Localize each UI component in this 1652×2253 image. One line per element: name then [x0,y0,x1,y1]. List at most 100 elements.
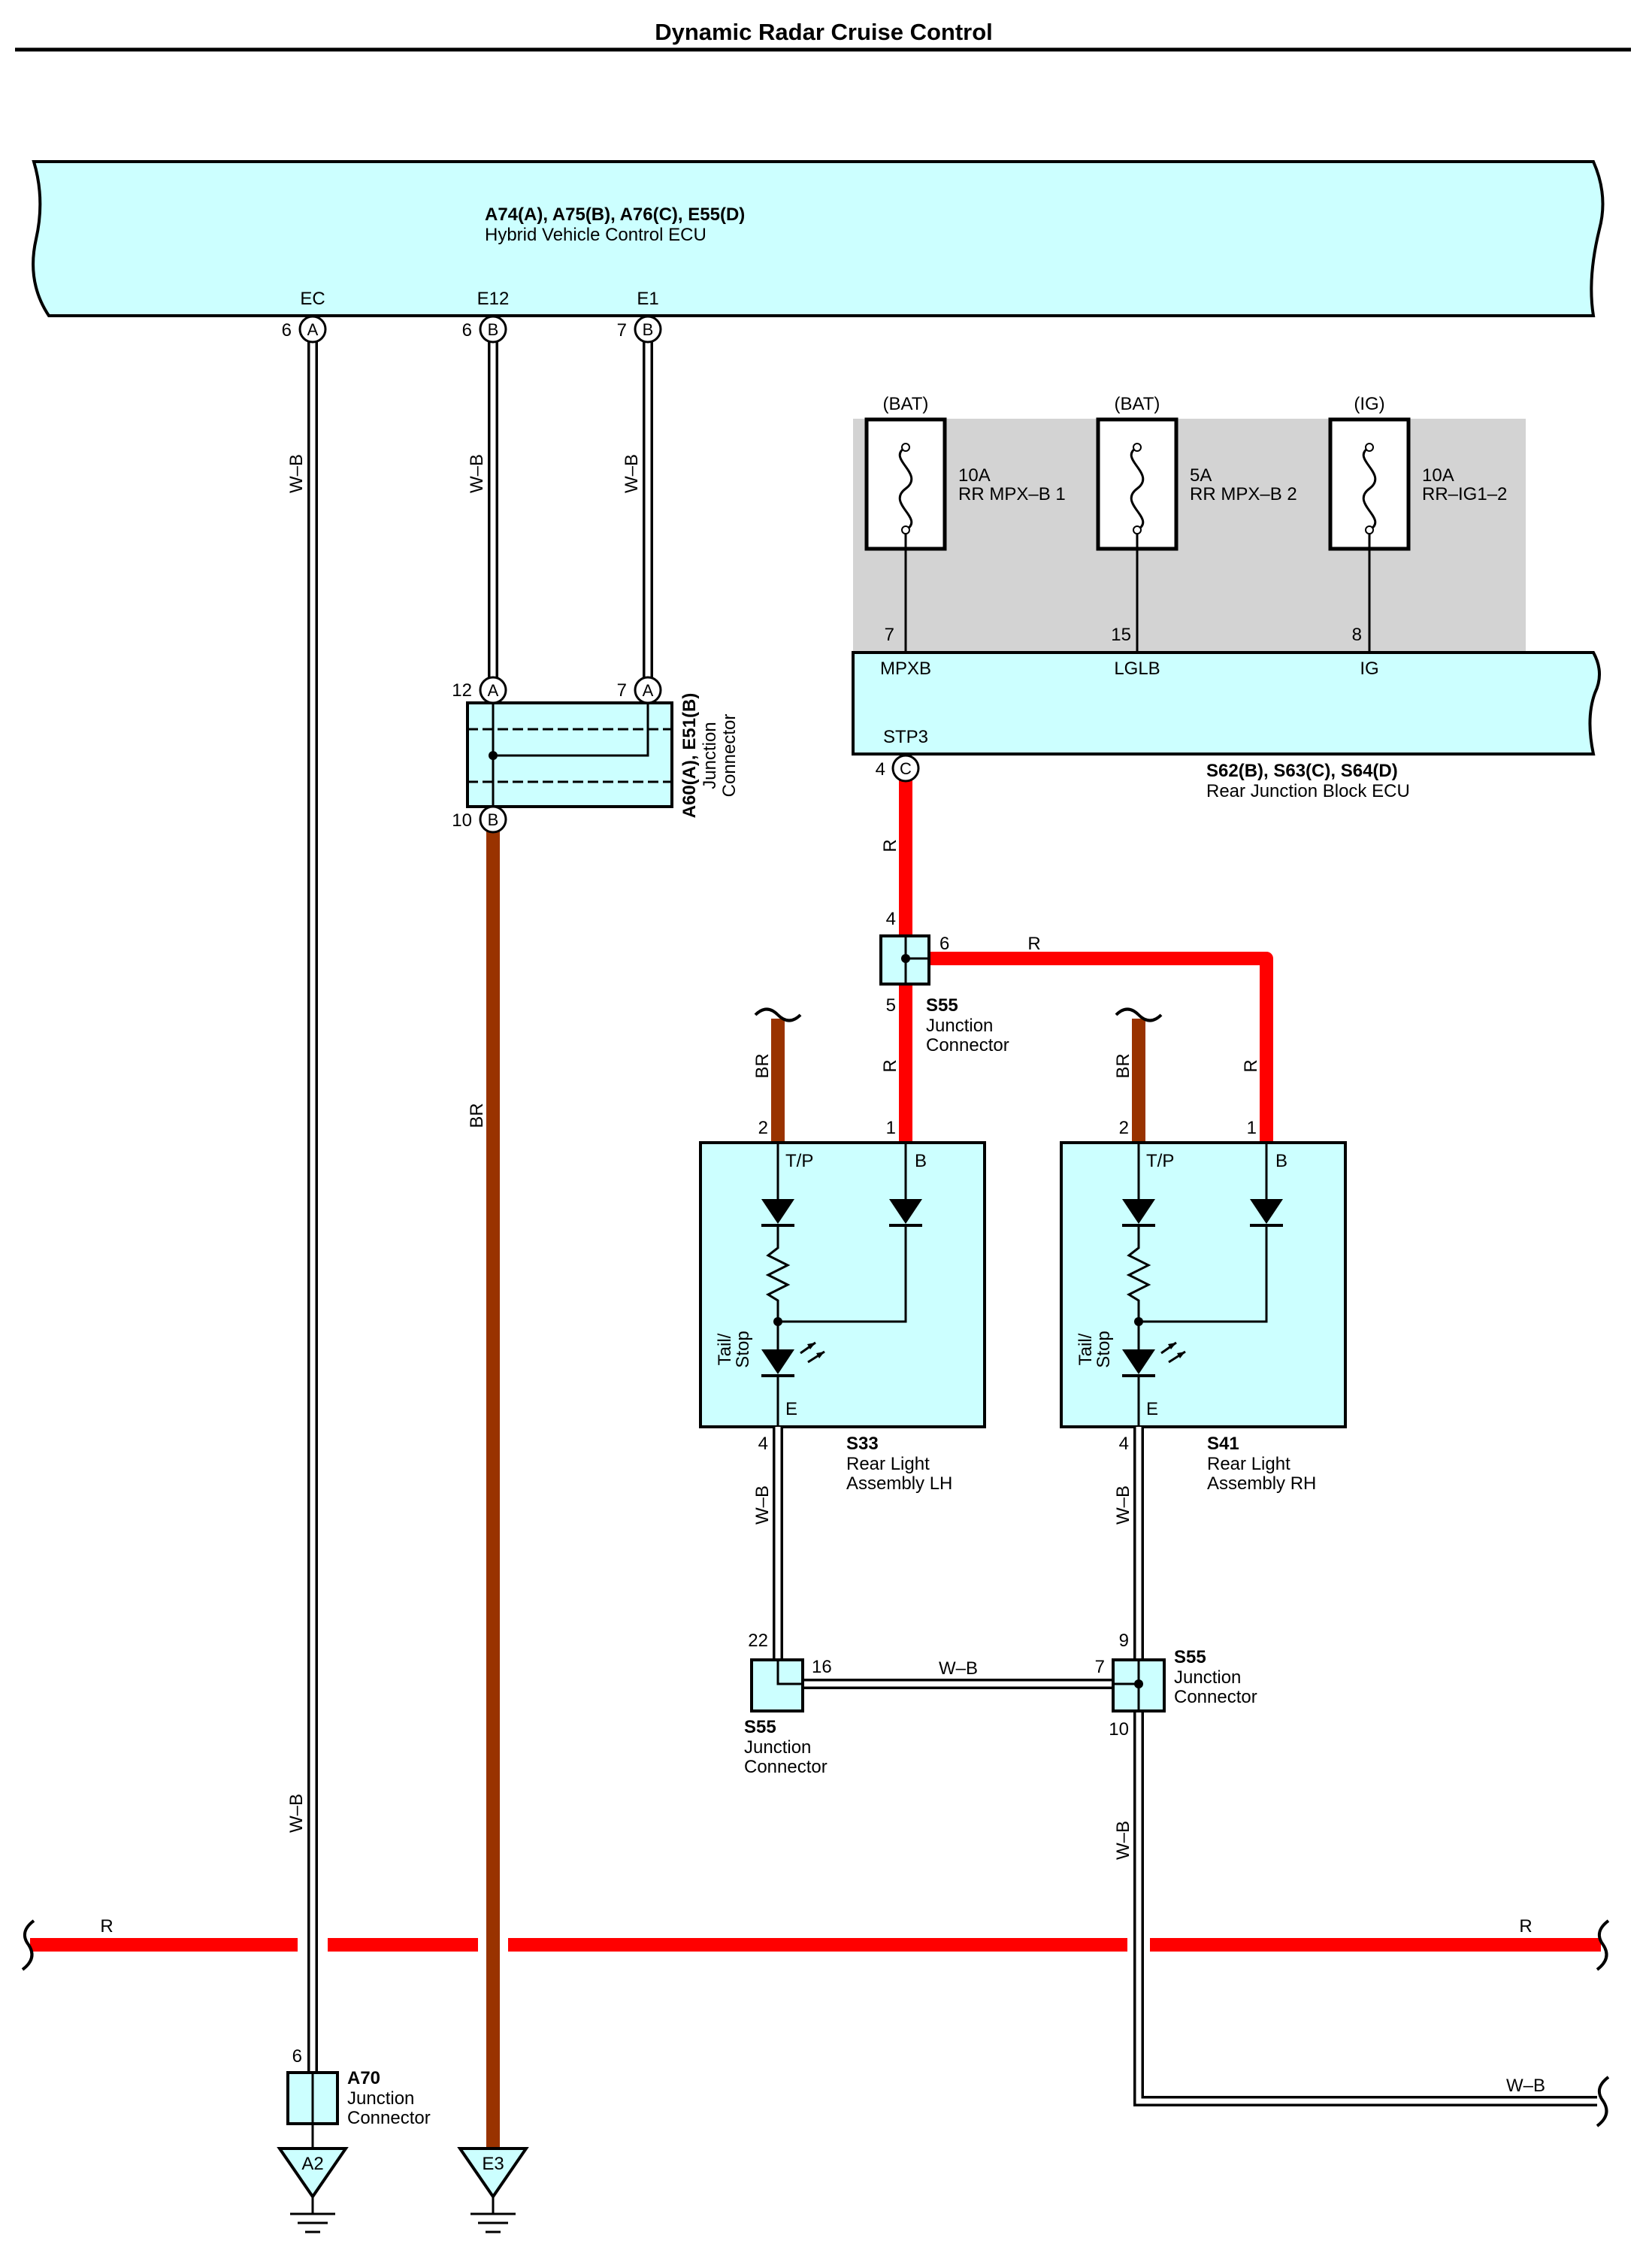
svg-text:A: A [488,681,499,700]
terminal-mpxb: MPXB [880,659,931,679]
pin-num: 5 [886,995,896,1016]
lamp-rh-line2: Assembly RH [1207,1473,1316,1494]
lamp-lh-line2: Assembly LH [846,1473,952,1494]
s55-left-line2: Connector [744,1757,828,1777]
terminal-e12: B [479,315,507,344]
continuation-mark [1115,1007,1163,1022]
lamp-rh-line1: Rear Light [1207,1454,1290,1474]
pin-num-e12: 6 [462,320,472,341]
wire-label-wb: W–B [1506,2076,1545,2096]
continuation-mark [754,1007,802,1022]
lamp-tail-label: Tail/ [1076,1333,1096,1365]
continuation-mark [21,1919,35,1971]
lamp-stop-label: Stop [1094,1331,1114,1367]
terminal-ig: IG [1360,659,1378,679]
wire-label-r: R [1027,934,1040,954]
fuse-rating: 10A [958,465,991,486]
pin-num: 7 [617,680,627,701]
pin-num: 9 [1119,1631,1129,1651]
pin-num: 4 [758,1434,768,1454]
wire-label-r: R [1241,1059,1261,1072]
terminal-tp: T/P [1146,1151,1174,1171]
rear-junction-block-ecu [852,651,1601,756]
continuation-mark [1596,2076,1610,2127]
s55-top-code: S55 [926,995,958,1016]
terminal-ec: A [298,315,327,344]
s55-left-code: S55 [744,1717,776,1737]
pin-num-ec: 6 [282,320,292,341]
svg-text:A: A [643,681,654,700]
terminal-e51-10: B [479,805,507,834]
fuse-symbol [1362,446,1377,531]
svg-text:B: B [488,320,499,339]
fuse-supply-label: (BAT) [1115,394,1160,414]
fuse-rating: 10A [1422,465,1454,486]
wire-label-br: BR [1113,1053,1133,1078]
terminal-a60-12: A [479,676,507,704]
wire-label-r: R [880,1059,900,1072]
terminal-a60-7: A [634,676,662,704]
s55-top-line2: Connector [926,1035,1009,1055]
s55-left-line1: Junction [744,1737,811,1758]
continuation-mark [1596,1919,1610,1971]
pin-num: 2 [1119,1118,1129,1138]
wire-label-wb: W–B [467,454,487,493]
junction-a60-line1: Junction [700,722,720,789]
terminal-stp3-c: C [891,754,920,783]
wire-r-to-rh-lamp [906,952,1273,1143]
fuse-supply-label: (BAT) [883,394,929,414]
fuse-pin: 8 [1352,625,1362,645]
fuse-rating: 5A [1190,465,1212,486]
wire-label-br: BR [467,1103,487,1128]
fuse-block-area [853,419,1526,653]
terminal-b: B [1275,1151,1287,1171]
rear-jb-name: Rear Junction Block ECU [1206,781,1410,801]
fuse-pin: 15 [1111,625,1131,645]
wire-label-br: BR [752,1053,773,1078]
fuse-name: RR MPX–B 1 [958,484,1066,504]
terminal-e: E [1146,1399,1158,1419]
pin-num: 6 [939,934,949,954]
lamp-stop-label: Stop [733,1331,753,1367]
wire-label-wb: W–B [1113,1485,1133,1525]
wire-label-r: R [100,1916,113,1937]
svg-text:A: A [307,320,319,339]
lamp-tail-label: Tail/ [715,1333,735,1365]
svg-text:C: C [900,759,912,778]
wire-label-wb: W–B [286,454,307,493]
lamp-lh-code: S33 [846,1434,879,1454]
rear-jb-codes: S62(B), S63(C), S64(D) [1206,761,1398,781]
fuse-name: RR–IG1–2 [1422,484,1507,504]
pin-num: 7 [1095,1657,1105,1677]
ground-e3 [457,2147,529,2233]
terminal-e1: B [634,315,662,344]
s55-right-line2: Connector [1174,1687,1257,1707]
ground-label: A2 [301,2154,323,2174]
terminal-e: E [785,1399,797,1419]
pin-num: 4 [1119,1434,1129,1454]
fuse-symbol [1130,446,1145,531]
s55-right-line1: Junction [1174,1667,1241,1688]
wire-label-r: R [880,839,900,852]
a70-line1: Junction [347,2088,414,2109]
fuse-supply-label: (IG) [1354,394,1384,414]
pin-num: 4 [886,909,896,929]
hv-ecu-name: Hybrid Vehicle Control ECU [485,225,706,245]
a70-code: A70 [347,2068,380,2088]
s55-right-code: S55 [1174,1647,1206,1667]
terminal-lglb: LGLB [1114,659,1160,679]
wire-wb-lh-ground [773,1427,1597,2106]
pin-num: 12 [452,680,472,701]
wire-label-wb: W–B [1113,1821,1133,1860]
pin-num: 1 [886,1118,896,1138]
ground-label: E3 [482,2154,504,2174]
wire-label-wb: W–B [622,454,642,493]
a70-line2: Connector [347,2108,431,2128]
fuse-name: RR MPX–B 2 [1190,484,1297,504]
svg-text:B: B [488,810,499,829]
fuse-symbol [898,446,913,531]
ground-a2 [277,2147,349,2233]
pin-num: 4 [876,759,885,780]
pin-num-e1: 7 [617,320,627,341]
